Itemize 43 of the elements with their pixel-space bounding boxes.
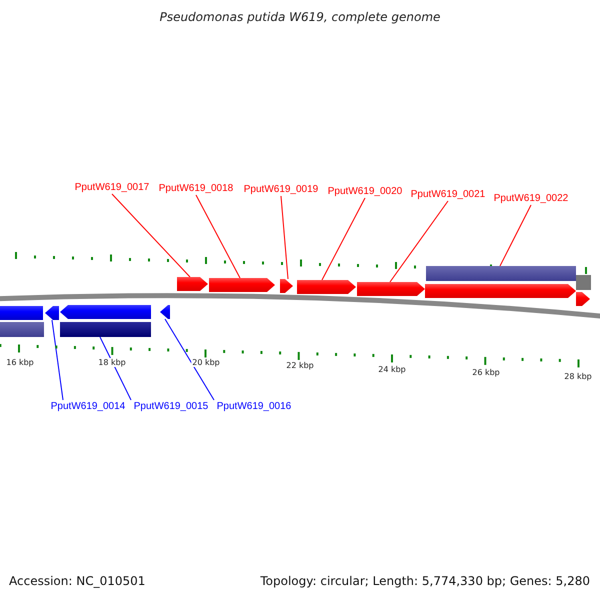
scale-label: 16 kbp [5, 358, 35, 367]
gene-label: PputW619_0014 [50, 400, 126, 413]
gene-label: PputW619_0016 [216, 400, 292, 413]
gene-block [60, 305, 151, 319]
gene-block [280, 279, 293, 293]
gene-block [425, 284, 576, 298]
scale-label: 28 kbp [563, 372, 593, 381]
leader-line [112, 194, 190, 278]
gene-block [357, 282, 425, 296]
genome-info-text: Topology: circular; Length: 5,774,330 bp; Genes: 5,280 [260, 574, 590, 588]
gene-block [0, 306, 43, 320]
gene-block [160, 305, 170, 319]
leader-line [390, 200, 448, 282]
gene-label: PputW619_0015 [134, 400, 208, 413]
gene-label: PputW619_0018 [158, 182, 234, 195]
gene-label: PputW619_0022 [494, 192, 568, 205]
leader-line [52, 320, 64, 400]
scale-label: 26 kbp [471, 368, 501, 377]
leader-line [500, 204, 532, 266]
gene-block [576, 292, 590, 306]
leader-line [322, 198, 366, 280]
scale-label: 24 kbp [377, 365, 407, 374]
accession-text: Accession: NC_010501 [9, 574, 146, 588]
scale-label: 22 kbp [285, 361, 315, 370]
feature-bar [60, 322, 151, 337]
title: Pseudomonas putida W619, complete genome [160, 10, 440, 24]
gene-label: PputW619_0017 [74, 181, 150, 194]
feature-bar [576, 275, 591, 290]
gene-label: PputW619_0019 [244, 183, 318, 196]
gene-block [45, 306, 59, 320]
leader-line [196, 194, 240, 278]
feature-bar [0, 322, 44, 337]
gene-block [209, 278, 275, 292]
leader-line [164, 318, 214, 400]
gene-label: PputW619_0020 [328, 185, 402, 198]
leader-line [100, 336, 132, 400]
gene-block [297, 280, 356, 294]
leader-line [280, 196, 288, 280]
scale-label: 20 kbp [191, 358, 221, 367]
gene-label: PputW619_0021 [410, 188, 486, 201]
scale-label: 18 kbp [97, 358, 127, 367]
gene-block [177, 277, 208, 291]
feature-bar [426, 266, 576, 281]
